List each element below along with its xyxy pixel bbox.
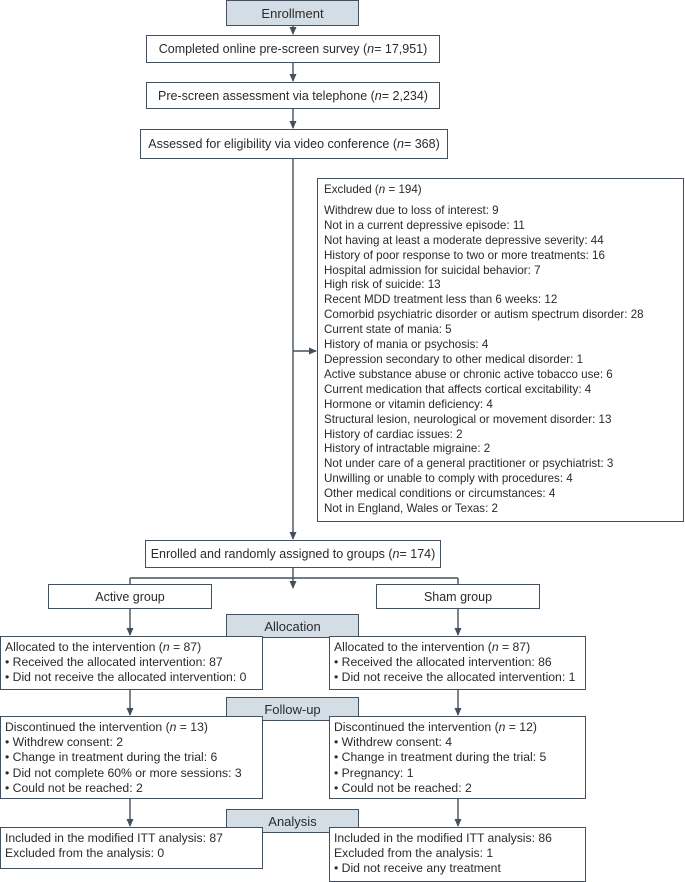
- sham-group-box: Sham group: [376, 584, 540, 609]
- sham-allocation-box: Allocated to the intervention (n = 87) •…: [329, 636, 586, 690]
- active-allocation-item: • Received the allocated intervention: 8…: [5, 655, 223, 670]
- excluded-reason: Comorbid psychiatric disorder or autism …: [324, 308, 644, 322]
- sham-followup-item: • Could not be reached: 2: [334, 780, 472, 795]
- excluded-reason: Current state of mania: 5: [324, 323, 452, 337]
- active-analysis-item: Included in the modified ITT analysis: 8…: [5, 831, 223, 845]
- sham-followup-box: Discontinued the intervention (n = 12) •…: [329, 716, 586, 799]
- active-followup-item: • Withdrew consent: 2: [5, 735, 124, 750]
- sham-analysis-item: Included in the modified ITT analysis: 8…: [334, 831, 552, 845]
- sham-followup-header: Discontinued the intervention (n = 12): [334, 720, 537, 734]
- sham-allocation-item: • Received the allocated intervention: 8…: [334, 655, 552, 670]
- excluded-reason: Recent MDD treatment less than 6 weeks: …: [324, 293, 558, 307]
- active-analysis-box: Included in the modified ITT analysis: 8…: [0, 827, 263, 869]
- active-group-box: Active group: [48, 584, 212, 609]
- active-followup-item: • Did not complete 60% or more sessions:…: [5, 765, 242, 780]
- eligibility-box: Assessed for eligibility via video confe…: [140, 129, 448, 159]
- excluded-header: Excluded (n = 194): [324, 183, 422, 196]
- excluded-reason: Depression secondary to other medical di…: [324, 352, 584, 366]
- active-followup-item: • Could not be reached: 2: [5, 780, 143, 795]
- enrolled-box: Enrolled and randomly assigned to groups…: [145, 540, 441, 568]
- active-followup-box: Discontinued the intervention (n = 13) •…: [0, 716, 263, 799]
- excluded-reason: History of mania or psychosis: 4: [324, 338, 489, 352]
- sham-followup-item: • Pregnancy: 1: [334, 765, 414, 780]
- excluded-reason: History of cardiac issues: 2: [324, 427, 463, 441]
- excluded-reason: Current medication that affects cortical…: [324, 382, 592, 396]
- excluded-reason: Other medical conditions or circumstance…: [324, 487, 556, 501]
- sham-allocation-item: • Did not receive the allocated interven…: [334, 670, 576, 685]
- sham-analysis-item: Excluded from the analysis: 1: [334, 846, 494, 861]
- sham-followup-item: • Change in treatment during the trial: …: [334, 750, 547, 765]
- sham-allocation-header: Allocated to the intervention (n = 87): [334, 640, 531, 654]
- excluded-reason: Withdrew due to loss of interest: 9: [324, 203, 499, 217]
- sham-analysis-box: Included in the modified ITT analysis: 8…: [329, 827, 586, 882]
- active-allocation-header: Allocated to the intervention (n = 87): [5, 640, 202, 654]
- active-allocation-item: • Did not receive the allocated interven…: [5, 670, 247, 685]
- excluded-reason: Not having at least a moderate depressiv…: [324, 233, 604, 247]
- active-analysis-item: Excluded from the analysis: 0: [5, 846, 165, 861]
- sham-followup-item: • Withdrew consent: 4: [334, 735, 453, 750]
- excluded-reason: Not in England, Wales or Texas: 2: [324, 502, 498, 516]
- allocation-stage-label: Allocation: [226, 614, 359, 638]
- active-followup-header: Discontinued the intervention (n = 13): [5, 720, 208, 734]
- excluded-reason: History of intractable migraine: 2: [324, 442, 491, 456]
- active-followup-item: • Change in treatment during the trial: …: [5, 750, 218, 765]
- excluded-reason: Hormone or vitamin deficiency: 4: [324, 397, 493, 411]
- enrollment-stage-label: Enrollment: [226, 0, 359, 26]
- sham-analysis-item: • Did not receive any treatment: [334, 861, 501, 876]
- excluded-reason: Not in a current depressive episode: 11: [324, 218, 525, 232]
- excluded-box: Excluded (n = 194) Withdrew due to loss …: [317, 178, 684, 522]
- active-allocation-box: Allocated to the intervention (n = 87) •…: [0, 636, 263, 690]
- excluded-reason: History of poor response to two or more …: [324, 248, 605, 262]
- excluded-reason: Structural lesion, neurological or movem…: [324, 412, 612, 426]
- excluded-reason: Active substance abuse or chronic active…: [324, 367, 613, 381]
- excluded-reason: Hospital admission for suicidal behavior…: [324, 263, 541, 277]
- excluded-reason: Not under care of a general practitioner…: [324, 457, 614, 471]
- excluded-reason: High risk of suicide: 13: [324, 278, 441, 292]
- prescreen-survey-box: Completed online pre-screen survey (n = …: [146, 35, 440, 63]
- prescreen-phone-box: Pre-screen assessment via telephone (n =…: [146, 82, 440, 109]
- excluded-reason: Unwilling or unable to comply with proce…: [324, 472, 573, 486]
